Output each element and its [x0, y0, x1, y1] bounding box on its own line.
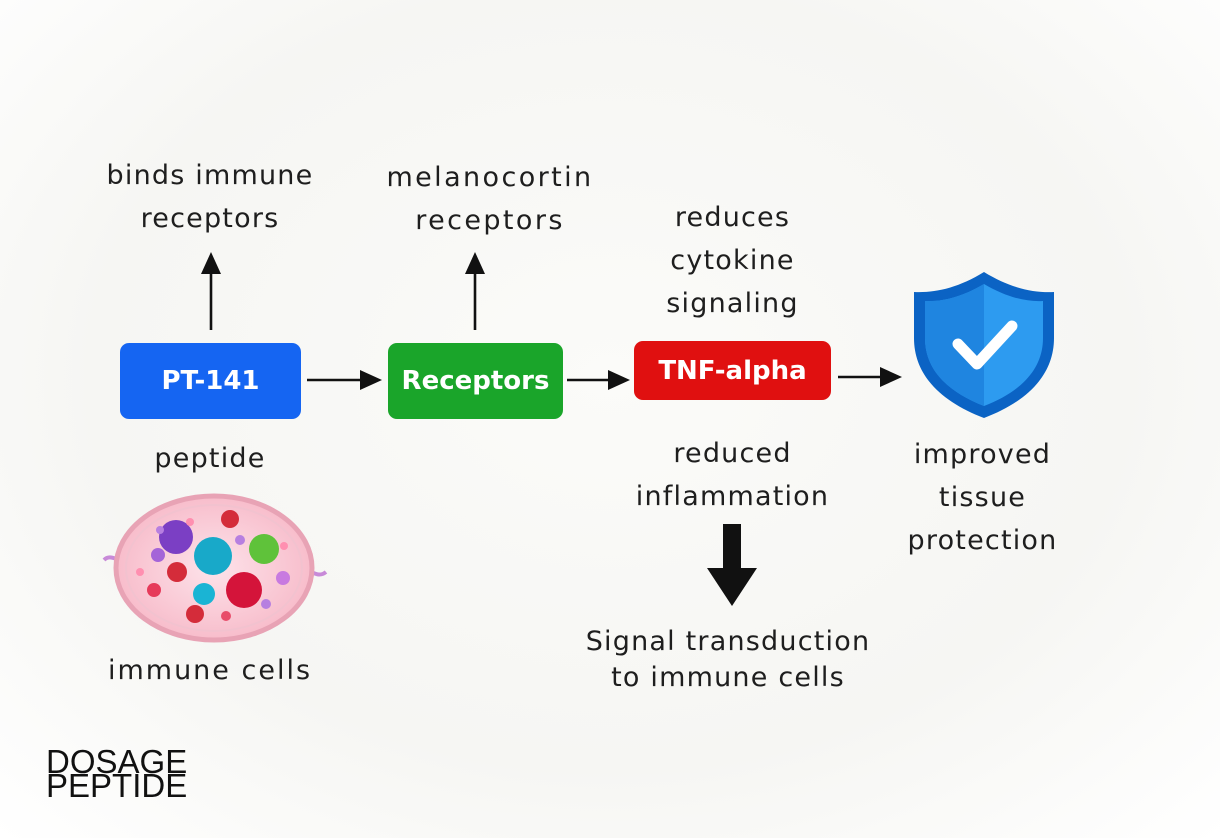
label-reduces-cytokine-signaling: reduces cytokine signaling	[666, 202, 799, 319]
shield-check-icon	[914, 272, 1054, 418]
label-melanocortin-receptors: melanocortin receptors	[386, 162, 594, 236]
arrow-receptors-up	[465, 252, 485, 330]
node-pt141-label: PT-141	[161, 366, 260, 396]
node-tnf-alpha-label: TNF-alpha	[658, 355, 807, 386]
arrow-receptors-to-tnf	[567, 370, 630, 390]
arrow-pt141-up	[201, 252, 221, 330]
arrow-down-big	[707, 524, 757, 606]
label-binds-immune-receptors: binds immune receptors	[106, 160, 314, 234]
label-improved-tissue-protection: improved tissue protection	[907, 439, 1058, 556]
label-reduced-inflammation: reduced inflammation	[635, 438, 830, 512]
arrow-pt141-to-receptors	[307, 370, 382, 390]
label-immune-cells: immune cells	[107, 655, 313, 686]
node-receptors: Receptors	[388, 343, 563, 419]
watermark-logo: DOSAGE PEPTIDE	[46, 743, 266, 804]
immune-cell-illustration	[102, 493, 328, 643]
node-tnf-alpha: TNF-alpha	[634, 341, 831, 400]
node-pt141: PT-141	[120, 343, 301, 419]
arrow-tnf-to-shield	[838, 367, 902, 387]
watermark-line1: DOSAGE	[46, 743, 188, 780]
label-peptide: peptide	[154, 443, 266, 474]
node-receptors-label: Receptors	[401, 366, 550, 396]
watermark-line2: PEPTIDE	[46, 767, 188, 804]
label-signal-transduction: Signal transduction to immune cells	[585, 626, 871, 693]
